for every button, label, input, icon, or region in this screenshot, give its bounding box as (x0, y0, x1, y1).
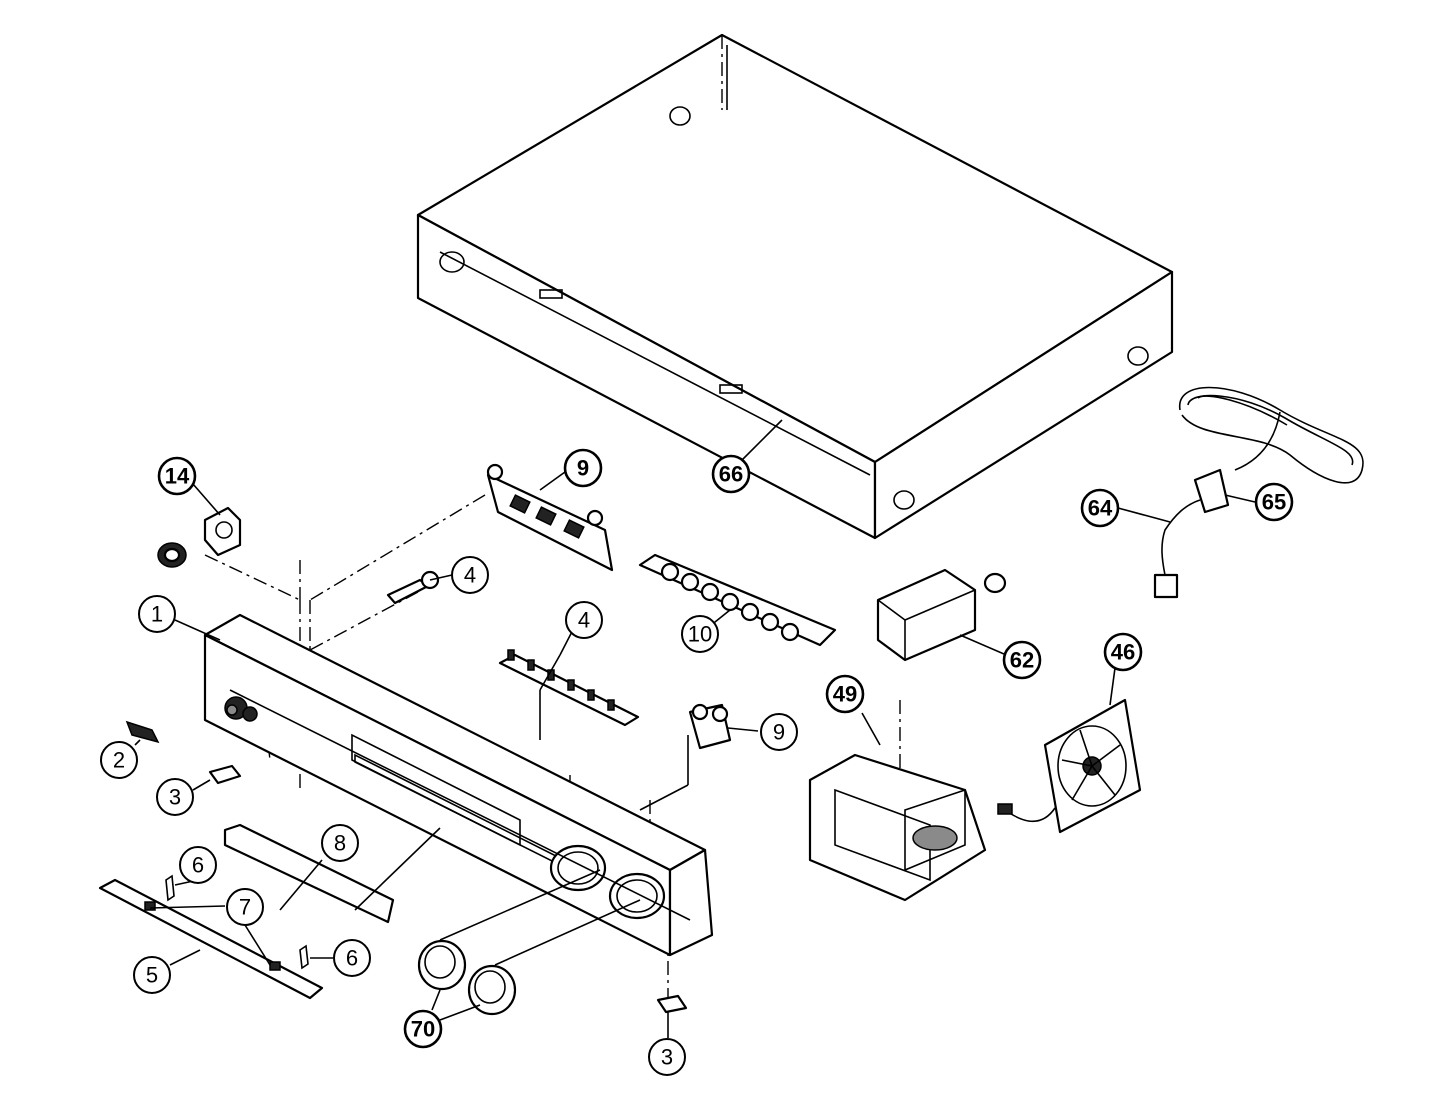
callout-label: 49 (833, 682, 857, 707)
callout-label: 62 (1010, 648, 1034, 673)
callout-66: 66 (711, 454, 751, 494)
callout-3-right: 3 (648, 1038, 686, 1076)
callout-62: 62 (1002, 640, 1042, 680)
callout-label: 10 (688, 622, 712, 647)
led-4-upper (386, 570, 440, 605)
callout-10: 10 (681, 615, 719, 653)
lens-panel-5 (98, 874, 324, 1000)
callout-49: 49 (825, 674, 865, 714)
callout-46: 46 (1103, 632, 1143, 672)
foot-3-left (208, 764, 242, 785)
connector-2 (125, 720, 160, 744)
callout-label: 6 (346, 946, 358, 971)
callout-64: 64 (1080, 488, 1120, 528)
callout-label: 8 (334, 831, 346, 856)
callout-label: 5 (146, 963, 158, 988)
callout-4-lower: 4 (565, 601, 603, 639)
callout-65: 65 (1254, 482, 1294, 522)
callout-label: 1 (151, 602, 163, 627)
switch-board-10 (638, 553, 837, 647)
callout-label: 46 (1111, 640, 1135, 665)
front-panel (203, 613, 714, 957)
callout-label: 70 (411, 1017, 435, 1042)
callout-4-upper: 4 (451, 556, 489, 594)
switch-14 (157, 506, 242, 568)
power-cord-64-65 (1153, 386, 1364, 599)
callout-70: 70 (403, 1009, 443, 1049)
callout-5: 5 (133, 956, 171, 994)
callout-9-upper: 9 (563, 448, 603, 488)
callout-6-left: 6 (179, 846, 217, 884)
callout-label: 7 (239, 895, 251, 920)
power-switch-62 (876, 568, 1007, 662)
callout-3-left: 3 (156, 778, 194, 816)
top-cover (416, 33, 1174, 540)
foot-3-right (656, 994, 688, 1014)
callout-14: 14 (157, 456, 197, 496)
button-strip-4-lower (498, 649, 640, 727)
callout-label: 66 (719, 462, 743, 487)
fan-46 (997, 698, 1142, 834)
callout-label: 3 (661, 1045, 673, 1070)
display-window-8 (223, 823, 395, 924)
callout-label: 64 (1088, 496, 1113, 521)
callout-label: 9 (577, 456, 589, 481)
callout-label: 3 (169, 785, 181, 810)
callout-1: 1 (138, 595, 176, 633)
button-bracket-9-upper (486, 463, 614, 572)
transformer-49 (808, 753, 987, 902)
callout-6-right: 6 (333, 939, 371, 977)
callout-label: 6 (192, 853, 204, 878)
knobs-70 (417, 939, 517, 1016)
callout-2: 2 (100, 741, 138, 779)
callout-label: 4 (464, 563, 476, 588)
callout-label: 14 (165, 464, 190, 489)
callout-label: 2 (113, 748, 125, 773)
callout-9-lower: 9 (760, 713, 798, 751)
callout-8: 8 (321, 824, 359, 862)
switch-9-lower (688, 703, 732, 750)
callout-label: 65 (1262, 490, 1286, 515)
callout-label: 4 (578, 608, 590, 633)
callout-7: 7 (226, 888, 264, 926)
callout-label: 9 (773, 720, 785, 745)
